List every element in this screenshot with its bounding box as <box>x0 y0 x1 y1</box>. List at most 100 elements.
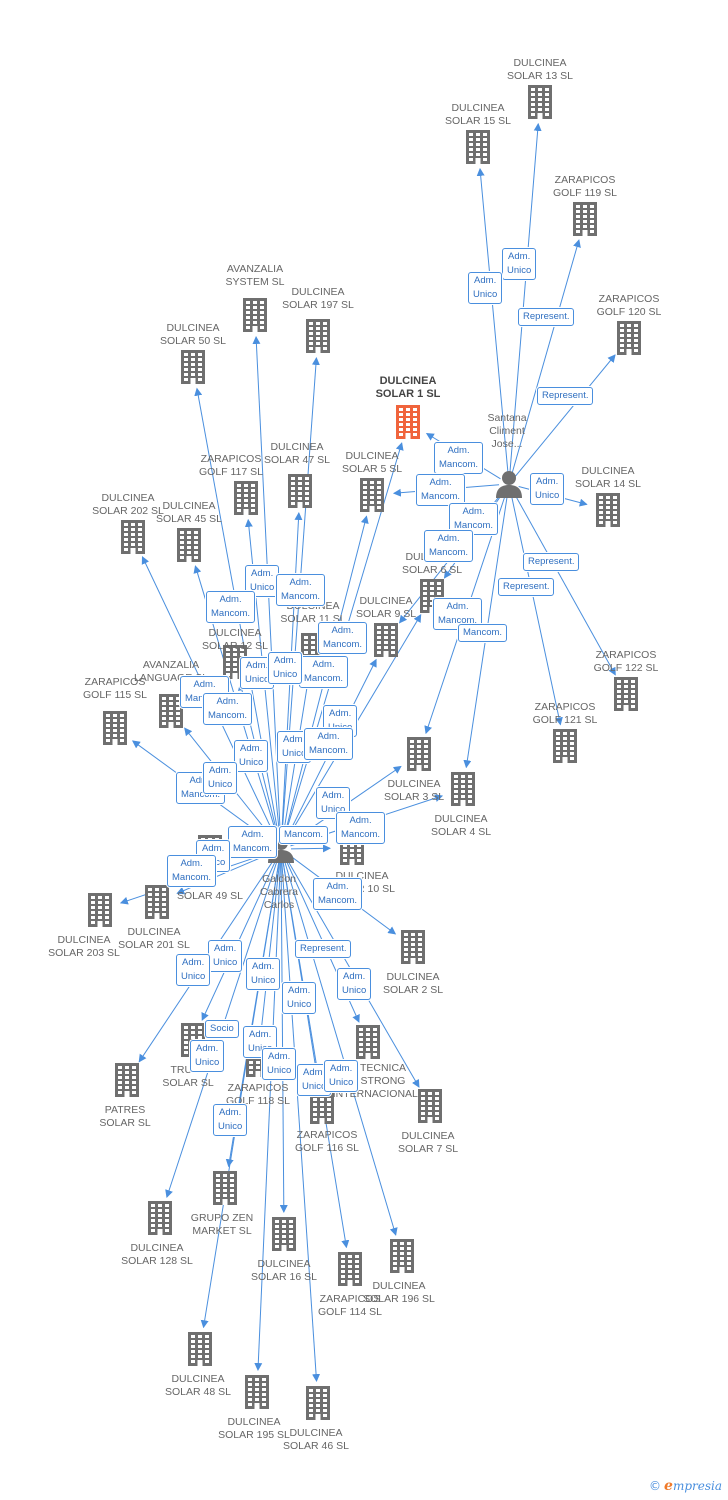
company-building-icon[interactable] <box>177 528 201 567</box>
relation-badge[interactable]: Adm. Unico <box>208 940 243 972</box>
relation-badge[interactable]: Represent. <box>523 553 580 571</box>
company-building-icon[interactable] <box>306 319 330 358</box>
company-building-icon[interactable] <box>617 321 641 360</box>
relation-badge[interactable]: Adm. Unico <box>176 954 211 986</box>
relation-badge[interactable]: Adm. Mancom. <box>424 530 474 562</box>
company-label-s4[interactable]: DULCINEA SOLAR 4 SL <box>430 813 492 838</box>
relation-badge[interactable]: Adm. Unico <box>190 1040 225 1072</box>
relation-badge[interactable]: Adm. Mancom. <box>449 503 499 535</box>
relation-badge[interactable]: Adm. Mancom. <box>318 622 368 654</box>
person-label-galdon[interactable]: Galdon Cabrera Carlos <box>260 873 298 911</box>
company-building-icon[interactable] <box>234 481 258 520</box>
company-building-icon[interactable] <box>596 493 620 532</box>
company-building-icon[interactable] <box>407 737 431 776</box>
company-building-icon[interactable] <box>528 85 552 124</box>
person-icon[interactable] <box>495 470 523 503</box>
company-label-avlang[interactable]: AVANZALIA LANGUAGE SL <box>133 659 208 684</box>
company-label-g122[interactable]: ZARAPICOS GOLF 122 SL <box>593 649 659 674</box>
company-label-s50[interactable]: DULCINEA SOLAR 50 SL <box>160 322 226 347</box>
company-label-g120[interactable]: ZARAPICOS GOLF 120 SL <box>596 293 662 318</box>
relation-badge[interactable]: Adm. Unico <box>468 272 503 304</box>
relation-badge[interactable]: Adm. Unico <box>324 1060 359 1092</box>
relation-badge[interactable]: Mancom. <box>458 624 508 642</box>
company-building-icon[interactable] <box>213 1171 237 1210</box>
relation-badge[interactable]: Mancom. <box>279 826 329 844</box>
relation-badge[interactable]: Represent. <box>295 940 352 958</box>
company-label-s13[interactable]: DULCINEA SOLAR 13 SL <box>507 57 573 82</box>
company-building-icon[interactable] <box>553 729 577 768</box>
relation-badge[interactable]: Adm. Mancom. <box>206 591 256 623</box>
relation-badge[interactable]: Adm. Unico <box>246 958 281 990</box>
person-label-santana[interactable]: Santana Climent Jose... <box>487 412 527 450</box>
company-building-icon[interactable] <box>245 1375 269 1414</box>
relation-badge[interactable]: Adm. Unico <box>502 248 537 280</box>
relation-badge[interactable]: Adm. Unico <box>316 787 351 819</box>
company-building-icon[interactable] <box>115 1063 139 1102</box>
company-label-s2[interactable]: DULCINEA SOLAR 2 SL <box>382 971 444 996</box>
company-label-g118[interactable]: ZARAPICOS GOLF 118 SL <box>225 1082 290 1107</box>
company-label-s203[interactable]: DULCINEA SOLAR 203 SL <box>48 934 120 959</box>
company-label-s12[interactable]: DULCINEA SOLAR 12 SL <box>202 627 268 652</box>
company-label-patres[interactable]: PATRES SOLAR SL <box>99 1104 151 1129</box>
relation-badge[interactable]: Adm. Mancom. <box>313 878 363 910</box>
company-building-icon[interactable] <box>356 1025 380 1064</box>
company-building-icon[interactable] <box>466 130 490 169</box>
company-building-icon[interactable] <box>121 520 145 559</box>
company-label-s195[interactable]: DULCINEA SOLAR 195 SL <box>218 1416 290 1441</box>
company-label-s3[interactable]: DULCINEA SOLAR 3 SL <box>383 778 445 803</box>
company-building-icon[interactable] <box>418 1089 442 1128</box>
company-label-s15[interactable]: DULCINEA SOLAR 15 SL <box>445 102 511 127</box>
relation-badge[interactable]: Adm. Unico <box>213 1104 248 1136</box>
relation-badge[interactable]: Adm. Mancom. <box>336 812 386 844</box>
company-building-icon[interactable] <box>159 694 183 733</box>
company-label-s5[interactable]: DULCINEA SOLAR 5 SL <box>341 450 403 475</box>
company-label-s9[interactable]: DULCINEA SOLAR 9 SL <box>355 595 417 620</box>
relation-badge[interactable]: Adm. Unico <box>262 1048 297 1080</box>
relation-badge[interactable]: Socio <box>205 1020 239 1038</box>
company-label-s128[interactable]: DULCINEA SOLAR 128 SL <box>121 1242 193 1267</box>
main-company-building-icon[interactable] <box>396 405 420 444</box>
company-label-s49[interactable]: SOLAR 49 SL <box>177 890 243 902</box>
company-label-s197[interactable]: DULCINEA SOLAR 197 SL <box>282 286 354 311</box>
company-label-zen[interactable]: GRUPO ZEN MARKET SL <box>190 1212 254 1237</box>
company-label-s45[interactable]: DULCINEA SOLAR 45 SL <box>156 500 222 525</box>
company-label-s48[interactable]: DULCINEA SOLAR 48 SL <box>165 1373 231 1398</box>
company-building-icon[interactable] <box>401 930 425 969</box>
company-label-g114[interactable]: ZARAPICOS GOLF 114 SL <box>317 1293 382 1318</box>
company-label-g119[interactable]: ZARAPICOS GOLF 119 SL <box>552 174 617 199</box>
company-building-icon[interactable] <box>360 478 384 517</box>
company-building-icon[interactable] <box>243 298 267 337</box>
relation-badge[interactable]: Adm. Mancom. <box>228 826 278 858</box>
relation-badge[interactable]: Adm. Mancom. <box>416 474 466 506</box>
relation-badge[interactable]: Represent. <box>498 578 555 596</box>
relation-badge[interactable]: Adm. Mancom. <box>304 728 354 760</box>
company-building-icon[interactable] <box>288 474 312 513</box>
relation-badge[interactable]: Adm. Mancom. <box>276 574 326 606</box>
relation-badge[interactable]: Adm. Mancom. <box>434 442 484 474</box>
relation-badge[interactable]: Adm. Mancom. <box>167 855 217 887</box>
relation-badge[interactable]: Adm. Unico <box>268 652 303 684</box>
relation-badge[interactable]: Represent. <box>537 387 594 405</box>
company-label-s16[interactable]: DULCINEA SOLAR 16 SL <box>251 1258 317 1283</box>
relation-badge[interactable]: Adm. Mancom. <box>299 656 349 688</box>
company-label-g115[interactable]: ZARAPICOS GOLF 115 SL <box>82 676 147 701</box>
company-label-g121[interactable]: ZARAPICOS GOLF 121 SL <box>532 701 598 726</box>
company-label-avsys[interactable]: AVANZALIA SYSTEM SL <box>225 263 285 288</box>
relation-badge[interactable]: Adm. Mancom. <box>433 598 483 630</box>
company-building-icon[interactable] <box>614 677 638 716</box>
company-building-icon[interactable] <box>390 1239 414 1278</box>
relation-badge[interactable]: Adm. Unico <box>234 740 269 772</box>
relation-badge[interactable]: Adm. Unico <box>282 982 317 1014</box>
company-building-icon[interactable] <box>148 1201 172 1240</box>
company-label-s14[interactable]: DULCINEA SOLAR 14 SL <box>575 465 641 490</box>
company-building-icon[interactable] <box>272 1217 296 1256</box>
company-building-icon[interactable] <box>573 202 597 241</box>
company-label-s202[interactable]: DULCINEA SOLAR 202 SL <box>92 492 164 517</box>
company-building-icon[interactable] <box>181 350 205 389</box>
company-building-icon[interactable] <box>88 893 112 932</box>
company-building-icon[interactable] <box>103 711 127 750</box>
relation-badge[interactable]: Adm. Unico <box>337 968 372 1000</box>
company-label-s7[interactable]: DULCINEA SOLAR 7 SL <box>397 1130 459 1155</box>
relation-badge[interactable]: Represent. <box>518 308 575 326</box>
company-label-g117[interactable]: ZARAPICOS GOLF 117 SL <box>198 453 263 478</box>
